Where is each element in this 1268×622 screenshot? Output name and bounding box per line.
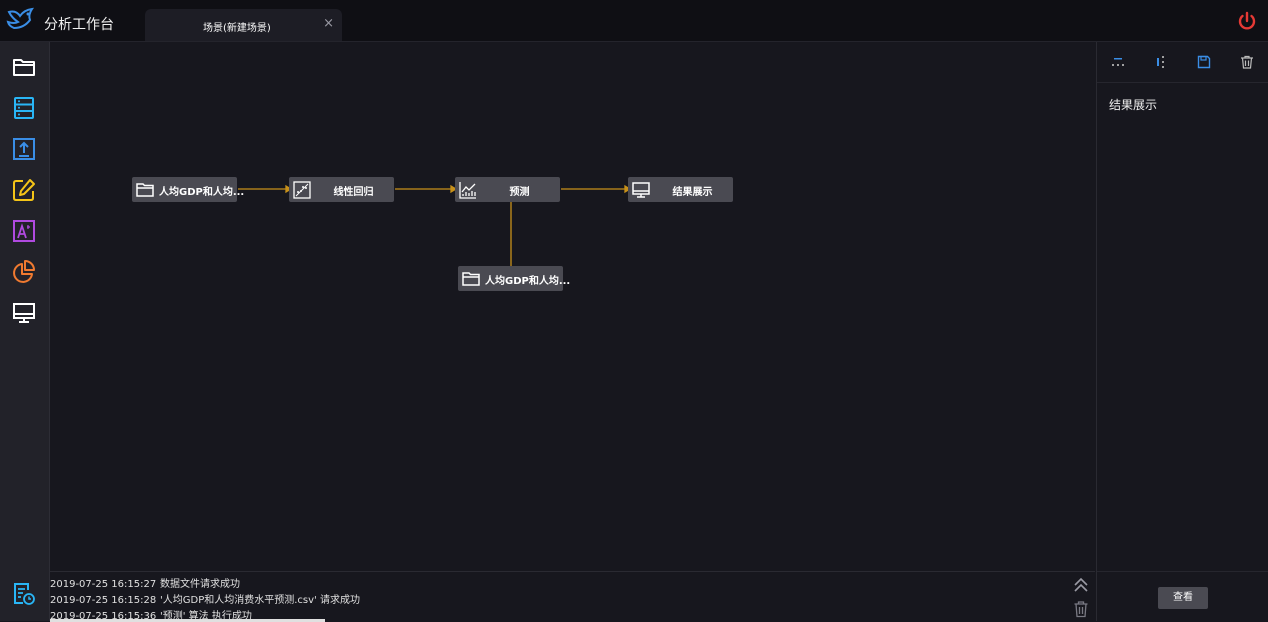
arrow-icon xyxy=(450,184,458,194)
flow-node-label: 人均GDP和人均... xyxy=(485,276,571,287)
flow-node-label: 人均GDP和人均... xyxy=(159,187,245,198)
log-time: 2019-07-25 16:15:36 xyxy=(50,611,157,622)
log-entry: 2019-07-25 16:15:28'人均GDP和人均消费水平预测.csv' … xyxy=(50,591,360,606)
text-icon[interactable] xyxy=(11,218,37,244)
folder-icon xyxy=(462,272,480,286)
flow-node-dataset[interactable]: 人均GDP和人均... xyxy=(132,177,244,202)
monitor-icon xyxy=(632,182,650,198)
arrow-icon xyxy=(624,184,632,194)
tab-label: 场景(新建场景) xyxy=(203,23,271,34)
delete-icon[interactable] xyxy=(1073,600,1089,618)
top-bar: 分析工作台 场景(新建场景) × xyxy=(0,0,1268,42)
panel-toolbar xyxy=(1097,42,1268,83)
chevron-double-up-icon[interactable] xyxy=(1072,576,1090,594)
flow-node-predict[interactable]: 预测 xyxy=(455,177,560,202)
scatter-icon xyxy=(293,181,311,199)
flow-canvas[interactable]: 人均GDP和人均... 线性回归 预测 结果展示 人均GDP和人均... xyxy=(50,42,1095,571)
sidebar xyxy=(0,42,50,621)
distribute-icon[interactable] xyxy=(1152,54,1168,70)
flow-node-result-display[interactable]: 结果展示 xyxy=(628,177,733,202)
close-icon[interactable]: × xyxy=(323,16,334,31)
log-time: 2019-07-25 16:15:28 xyxy=(50,595,157,606)
flow-node-linear-regression[interactable]: 线性回归 xyxy=(289,177,394,202)
tab-scene[interactable]: 场景(新建场景) × xyxy=(145,9,342,41)
upload-icon[interactable] xyxy=(11,136,37,162)
line-chart-icon xyxy=(459,182,476,199)
app-title: 分析工作台 xyxy=(44,17,114,33)
delete-icon[interactable] xyxy=(1239,54,1255,70)
flow-node-label: 线性回归 xyxy=(333,187,374,198)
log-message: 数据文件请求成功 xyxy=(160,579,240,590)
flow-edges xyxy=(238,184,632,266)
power-icon[interactable] xyxy=(1236,10,1258,32)
view-button[interactable]: 查看 xyxy=(1158,587,1208,609)
folder-icon xyxy=(136,183,154,197)
panel-title: 结果展示 xyxy=(1109,98,1158,112)
log-message: '人均GDP和人均消费水平预测.csv' 请求成功 xyxy=(160,595,360,606)
pie-chart-icon[interactable] xyxy=(11,259,37,285)
arrow-icon xyxy=(285,184,293,194)
save-icon[interactable] xyxy=(1196,54,1212,70)
log-message: '预测' 算法 执行成功 xyxy=(160,611,252,622)
log-history-icon[interactable] xyxy=(11,580,37,606)
flow-node-label: 结果展示 xyxy=(672,187,713,198)
flow-node-label: 预测 xyxy=(509,187,530,198)
flow-node-prediction-output[interactable]: 人均GDP和人均... xyxy=(458,266,570,291)
folder-icon[interactable] xyxy=(11,54,37,80)
panel-footer: 查看 xyxy=(1097,571,1268,622)
properties-panel: 结果展示 查看 xyxy=(1096,42,1268,621)
edit-icon[interactable] xyxy=(11,177,37,203)
monitor-icon[interactable] xyxy=(11,300,37,326)
align-icon[interactable] xyxy=(1110,54,1126,70)
database-icon[interactable] xyxy=(11,95,37,121)
log-time: 2019-07-25 16:15:27 xyxy=(50,579,157,590)
bird-logo xyxy=(6,7,35,30)
log-entry: 2019-07-25 16:15:36'预测' 算法 执行成功 xyxy=(50,607,252,622)
